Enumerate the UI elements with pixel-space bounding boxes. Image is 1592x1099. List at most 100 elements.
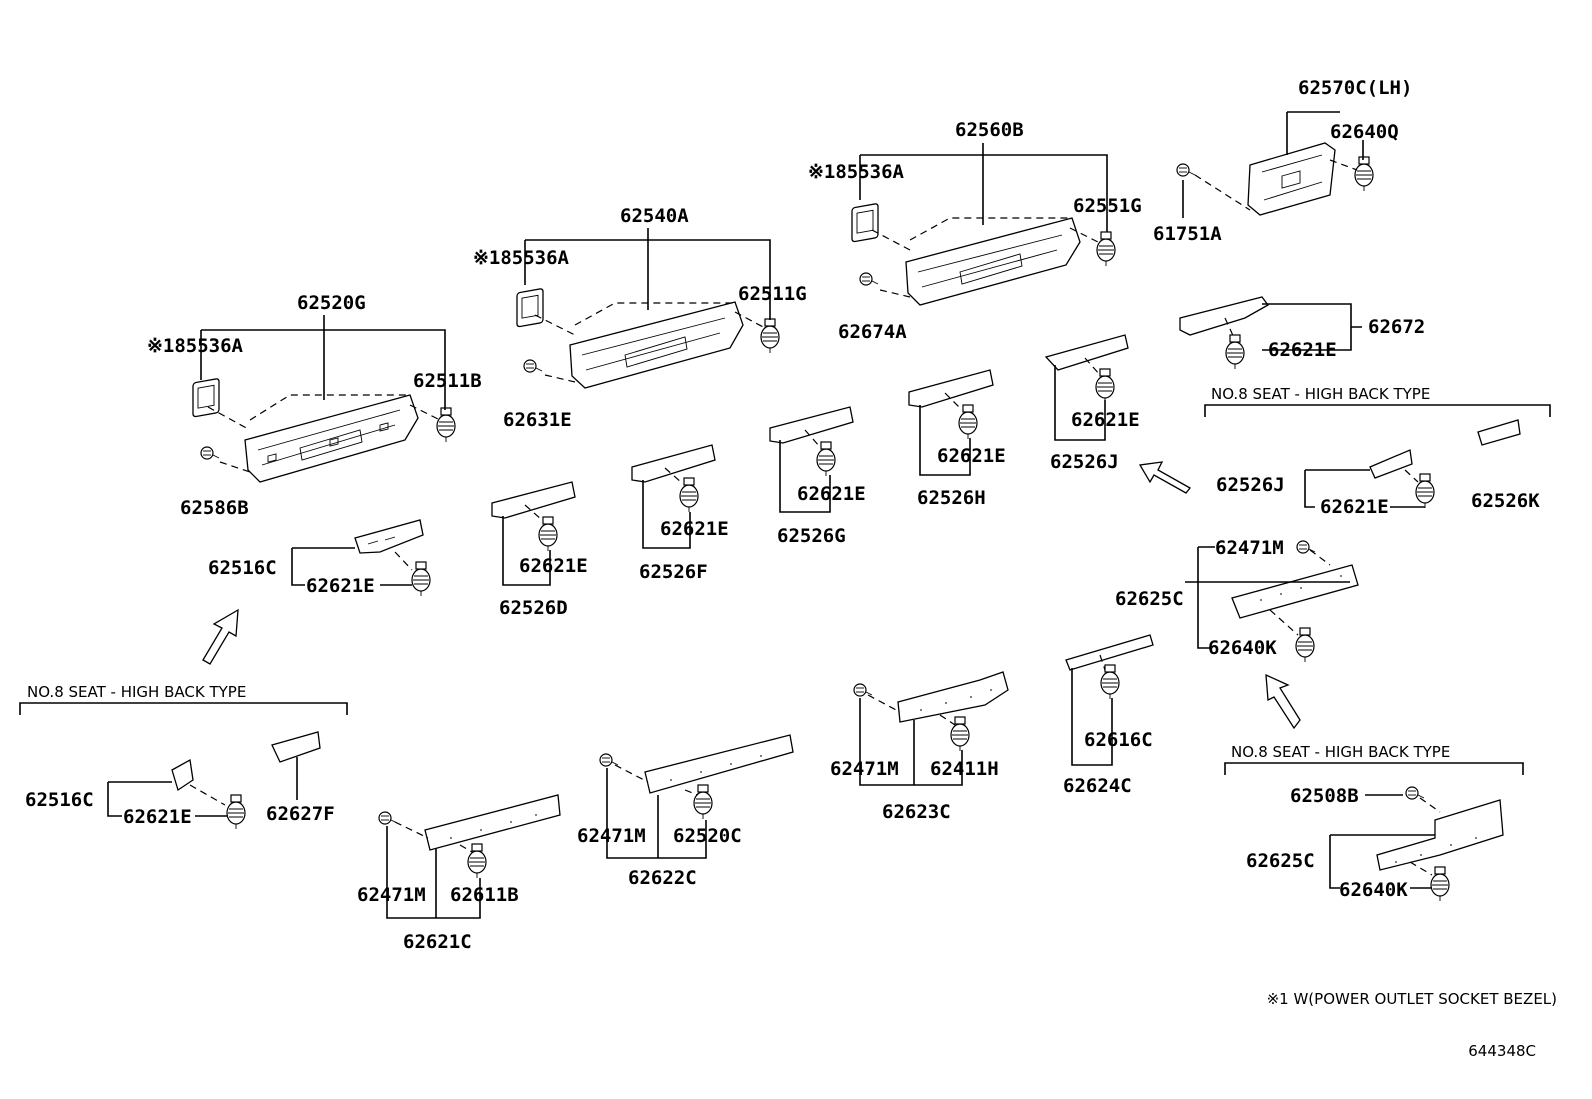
label-62516C-top: 62516C <box>208 557 277 579</box>
label-62540A: 62540A <box>620 205 689 227</box>
note-seat-type-right: NO.8 SEAT - HIGH BACK TYPE <box>1211 385 1430 403</box>
panel-62621C <box>424 794 561 851</box>
label-185536A-mid: ※185536A <box>473 247 570 269</box>
label-62621E-f: 62621E <box>660 518 729 540</box>
bracket-62627F <box>271 731 321 763</box>
bezel-185536A-right <box>851 202 879 243</box>
clip-62616C <box>1100 664 1120 700</box>
panel-62520G <box>244 394 419 483</box>
label-62471M-c: 62471M <box>830 758 899 780</box>
arrow-upper-right <box>1138 461 1191 494</box>
label-62471M-r: 62471M <box>1215 537 1284 559</box>
clip-62551G <box>1096 231 1116 267</box>
label-62471M-a: 62471M <box>357 884 426 906</box>
clip-62511B <box>436 407 456 443</box>
screw-62631E <box>523 359 543 373</box>
label-62471M-b: 62471M <box>577 825 646 847</box>
bracket-62526J-top <box>1044 334 1129 371</box>
screw-61751A <box>1176 163 1196 177</box>
label-62526K: 62526K <box>1471 490 1540 512</box>
label-62631E: 62631E <box>503 409 572 431</box>
bracket-62526G <box>769 406 854 444</box>
clip-62621E-f <box>679 477 699 513</box>
label-62621E-c: 62621E <box>306 575 375 597</box>
label-62586B: 62586B <box>180 497 249 519</box>
arrow-lower-right <box>1265 673 1301 730</box>
label-62560B: 62560B <box>955 119 1024 141</box>
panel-62622C <box>644 734 794 794</box>
label-62621E-seat: 62621E <box>1320 496 1389 518</box>
label-62621E-h: 62621E <box>937 445 1006 467</box>
label-62621E-g: 62621E <box>797 483 866 505</box>
label-62511B: 62511B <box>413 370 482 392</box>
seat-group-bracket-left <box>19 702 348 715</box>
label-62672: 62672 <box>1368 316 1425 338</box>
clip-62621E-d <box>538 516 558 552</box>
label-62674A: 62674A <box>838 321 907 343</box>
label-62622C: 62622C <box>628 867 697 889</box>
label-62520C: 62520C <box>673 825 742 847</box>
label-62526J-seat: 62526J <box>1216 474 1285 496</box>
label-62624C: 62624C <box>1063 775 1132 797</box>
bracket-62526H <box>908 369 994 408</box>
label-62625C-top: 62625C <box>1115 588 1184 610</box>
diagram-id: 644348C <box>1468 1042 1536 1060</box>
label-62526D: 62526D <box>499 597 568 619</box>
label-62520G: 62520G <box>297 292 366 314</box>
clip-62611B <box>467 843 487 879</box>
clip-62411H <box>950 716 970 752</box>
clip-62640K-top <box>1295 627 1315 663</box>
label-62511G: 62511G <box>738 283 807 305</box>
panel-62624C <box>1065 634 1154 671</box>
clip-62621E-c <box>411 561 431 597</box>
label-185536A-left: ※185536A <box>147 335 244 357</box>
label-62508B: 62508B <box>1290 785 1359 807</box>
note-seat-type-left: NO.8 SEAT - HIGH BACK TYPE <box>27 683 246 701</box>
label-62526F: 62526F <box>639 561 708 583</box>
label-62411H: 62411H <box>930 758 999 780</box>
label-62526J-top: 62526J <box>1050 451 1119 473</box>
footnote: ※1 W(POWER OUTLET SOCKET BEZEL) <box>1267 990 1557 1008</box>
bezel-185536A-mid <box>516 287 544 328</box>
bracket-62526D <box>491 481 576 519</box>
panel-62570C <box>1247 142 1336 216</box>
label-62625C-bot: 62625C <box>1246 850 1315 872</box>
label-62526H: 62526H <box>917 487 986 509</box>
screw-62508B <box>1405 786 1425 800</box>
label-62570C: 62570C(LH) <box>1298 77 1412 99</box>
arrow-left <box>202 608 239 665</box>
label-62551G: 62551G <box>1073 195 1142 217</box>
label-62621E-seat2: 62621E <box>123 806 192 828</box>
bracket-62526J-seat <box>1369 449 1413 479</box>
bezel-185536A-left <box>192 377 220 418</box>
clip-62621E-h <box>958 404 978 440</box>
label-62616C: 62616C <box>1084 729 1153 751</box>
screw-62471M-b <box>599 753 619 767</box>
clip-62621E-seat2 <box>226 794 246 830</box>
screw-62471M-c <box>853 683 873 697</box>
screw-62674A <box>859 272 879 286</box>
panel-62625C-top <box>1231 564 1359 619</box>
label-62627F: 62627F <box>266 803 335 825</box>
label-62640K-top: 62640K <box>1208 637 1277 659</box>
label-61751A: 61751A <box>1153 223 1222 245</box>
clip-62520C <box>693 784 713 820</box>
label-62640K-bot: 62640K <box>1339 879 1408 901</box>
clip-62621E-g <box>816 441 836 477</box>
clip-62511G <box>760 318 780 354</box>
seat-group-bracket-bottom <box>1224 762 1524 775</box>
clip-62621E-seat <box>1415 473 1435 509</box>
panel-62623C <box>897 671 1009 723</box>
bracket-62526K <box>1477 419 1521 446</box>
label-62621C: 62621C <box>403 931 472 953</box>
note-seat-type-bottom: NO.8 SEAT - HIGH BACK TYPE <box>1231 743 1450 761</box>
label-62623C: 62623C <box>882 801 951 823</box>
panel-62540A <box>569 301 744 389</box>
bracket-62516C-top <box>354 519 424 554</box>
panel-62560B <box>905 217 1081 306</box>
bracket-62516C-seat <box>171 758 194 792</box>
seat-group-bracket-right <box>1204 404 1551 417</box>
clip-62621E-j <box>1095 368 1115 404</box>
label-62640Q: 62640Q <box>1330 121 1399 143</box>
